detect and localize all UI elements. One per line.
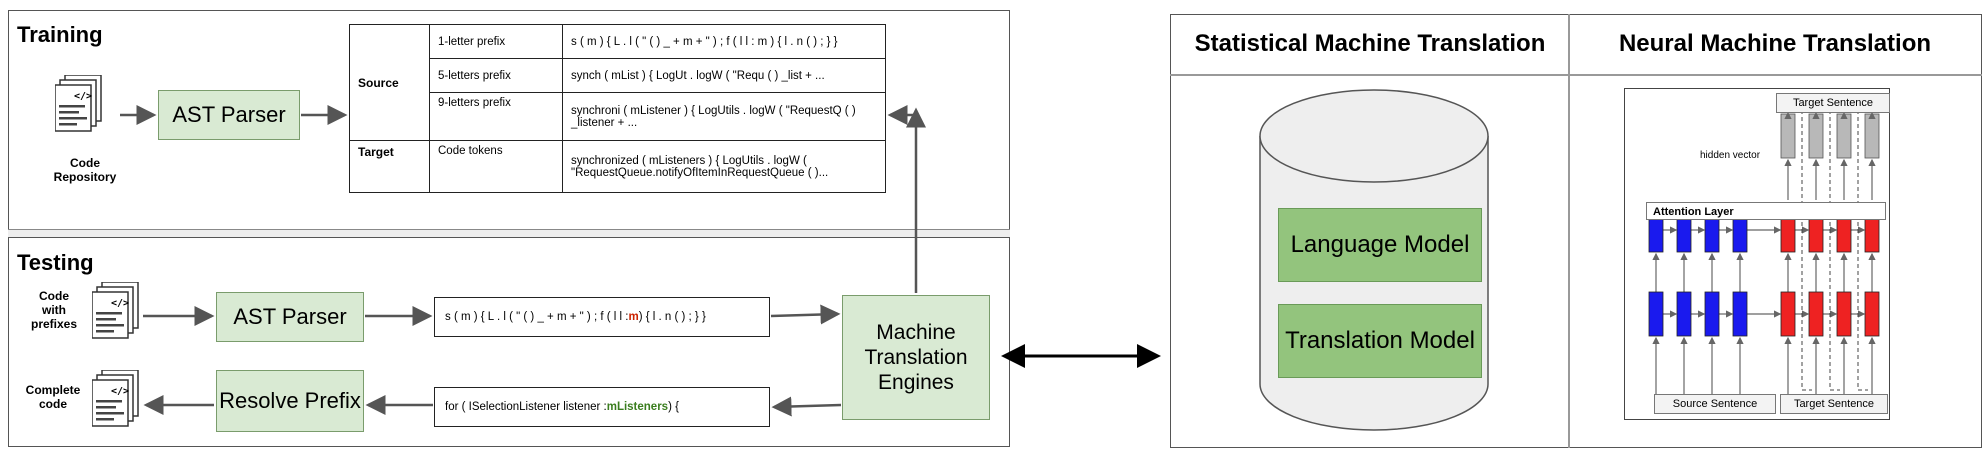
row-code: synch ( mList ) { LogUt . logW ( "Requ (… (562, 58, 886, 93)
nmt-title: Neural Machine Translation (1618, 30, 1932, 57)
translation-model-box: Translation Model (1278, 304, 1482, 378)
target-sentence-bottom: Target Sentence (1780, 394, 1888, 414)
hidden-vector-cell (1836, 113, 1852, 159)
output-code-pre: for ( ISelectionListener listener : (445, 401, 607, 413)
output-code-highlight: mListeners (606, 401, 669, 413)
row-type: 1-letter prefix (429, 24, 563, 59)
hidden-vector-cell (1864, 113, 1880, 159)
encoder-cell (1732, 291, 1748, 337)
prefix-input-code: s ( m ) { L . l ( " ( ) _ + m + " ) ; f … (434, 297, 770, 337)
complete-code-label: Complete code (25, 383, 81, 411)
machine-translation-engines: Machine Translation Engines (842, 295, 990, 420)
language-model-box: Language Model (1278, 208, 1482, 282)
source-label: Source (349, 24, 430, 141)
attention-layer: Attention Layer (1646, 202, 1886, 220)
prefix-code-pre: s ( m ) { L . l ( " ( ) _ + m + " ) ; f … (445, 311, 629, 323)
training-ast-parser: AST Parser (158, 90, 300, 140)
encoder-cell (1676, 291, 1692, 337)
hidden-vector-label: hidden vector (1700, 150, 1761, 161)
complete-code-icon: </> (92, 370, 139, 427)
svg-text:</>: </> (111, 298, 129, 309)
smt-title: Statistical Machine Translation (1194, 30, 1546, 57)
training-title: Training (17, 22, 103, 47)
row-code: synchroni ( mListener ) { LogUtils . log… (562, 92, 886, 141)
comparison-column-divider (1568, 14, 1570, 448)
source-sentence-label: Source Sentence (1654, 394, 1776, 414)
hidden-vector-cell (1808, 113, 1824, 159)
code-repository-label: Code Repository (53, 156, 117, 184)
testing-ast-parser: AST Parser (216, 292, 364, 342)
decoder-cell (1836, 291, 1852, 337)
row-code: synchronized ( mListeners ) { LogUtils .… (562, 140, 886, 193)
target-label: Target (349, 140, 430, 193)
svg-text:</>: </> (111, 386, 129, 397)
row-type: Code tokens (429, 140, 563, 193)
decoder-cell (1780, 291, 1796, 337)
nmt-network (1648, 105, 1880, 394)
resolve-prefix-box: Resolve Prefix (216, 370, 364, 432)
decoder-cell (1808, 291, 1824, 337)
comparison-header-divider (1170, 74, 1982, 76)
prefix-code-post: ) { l . n ( ) ; } } (638, 311, 706, 323)
target-sentence-top: Target Sentence (1776, 93, 1890, 113)
encoder-cell (1704, 291, 1720, 337)
encoder-cell (1648, 291, 1664, 337)
hidden-vector-cell (1780, 113, 1796, 159)
training-data-table: Source 1-letter prefix s ( m ) { L . l (… (349, 24, 886, 193)
code-repository-icon: </> (55, 75, 102, 132)
svg-text:</>: </> (74, 91, 92, 102)
completed-output-code: for ( ISelectionListener listener : mLis… (434, 387, 770, 427)
output-code-post: ) { (668, 401, 679, 413)
code-with-prefixes-icon: </> (92, 282, 139, 339)
prefix-code-highlight: m (628, 311, 639, 323)
code-with-prefixes-label: Code with prefixes (30, 289, 78, 331)
decoder-cell (1864, 291, 1880, 337)
testing-title: Testing (17, 250, 94, 275)
